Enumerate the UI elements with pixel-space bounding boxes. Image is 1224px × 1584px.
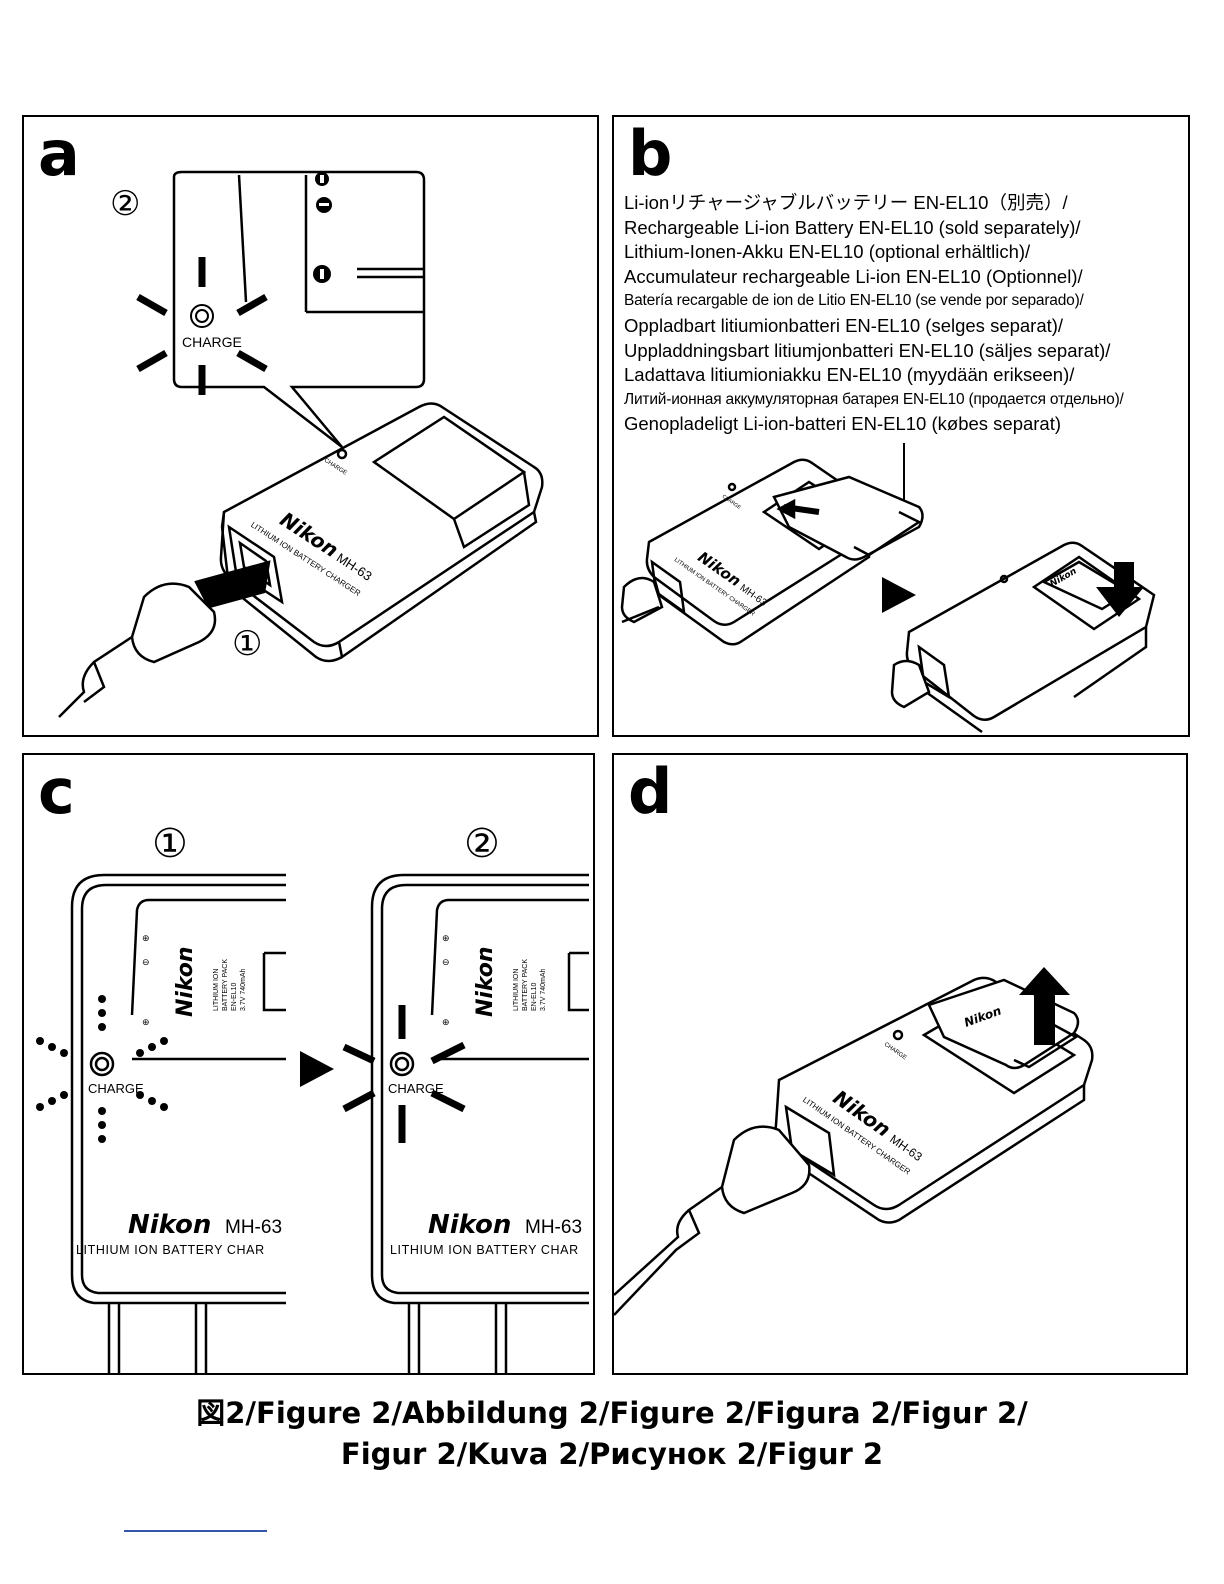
battery-name-es: Batería recargable de ion de Litio EN-EL… bbox=[624, 292, 1084, 310]
step-1-marker: ① bbox=[232, 625, 262, 663]
svg-text:⊕: ⊕ bbox=[442, 1017, 450, 1027]
charging-indicator-illustration: ① ② bbox=[36, 822, 589, 1373]
panel-a: a bbox=[22, 115, 599, 737]
figure-caption-line-1: 図2/Figure 2/Abbildung 2/Figure 2/Figura … bbox=[196, 1396, 1028, 1430]
battery-name-da: Genopladeligt Li-ion-batteri EN-EL10 (kø… bbox=[624, 413, 1062, 435]
svg-text:⊖: ⊖ bbox=[442, 957, 450, 967]
battery-name-fi: Ladattava litiumioniakku EN-EL10 (myydää… bbox=[624, 364, 1075, 386]
battery-label-line: BATTERY PACK bbox=[522, 959, 529, 1011]
battery-name-no: Oppladbart litiumionbatteri EN-EL10 (sel… bbox=[624, 314, 1064, 336]
panel-letter: a bbox=[38, 117, 80, 190]
battery-name-en: Rechargeable Li-ion Battery EN-EL10 (sol… bbox=[624, 216, 1081, 238]
charger-type-label-right: LITHIUM ION BATTERY CHAR bbox=[390, 1243, 579, 1257]
battery-label-line: 3.7V 740mAh bbox=[240, 968, 247, 1011]
step-2-marker: ② bbox=[110, 185, 140, 223]
battery-name-ru: Литий-ионная аккумуляторная батарея EN-E… bbox=[624, 390, 1124, 408]
battery-label-line: EN-EL10 bbox=[531, 982, 538, 1011]
connect-charger-illustration: ② ① CHARGE Nikon MH-63 LITHIUM ION BATTE… bbox=[58, 170, 544, 718]
figure-caption-line-2: Figur 2/Kuva 2/Рисунок 2/Figur 2 bbox=[340, 1437, 884, 1471]
battery-name-fr: Accumulateur rechargeable Li-ion EN-EL10… bbox=[624, 265, 1083, 287]
svg-text:⊕: ⊕ bbox=[142, 933, 150, 943]
charger-model-right: MH-63 bbox=[525, 1217, 582, 1238]
svg-text:⊖: ⊖ bbox=[142, 957, 150, 967]
insert-battery-illustration: Nikon MH-63 LITHIUM ION BATTERY CHARGER … bbox=[620, 443, 1156, 734]
footer-rule bbox=[124, 1530, 267, 1532]
battery-name-list: Li-ionリチャージャブルバッテリー EN-EL10（別売）/ Recharg… bbox=[624, 191, 1188, 437]
panel-d: d Nikon MH-63 LITHIUM ION BATTERY CHARGE… bbox=[612, 753, 1188, 1375]
battery-name-sv: Uppladdningsbart litiumjonbatteri EN-EL1… bbox=[624, 339, 1111, 361]
svg-text:⊕: ⊕ bbox=[142, 1017, 150, 1027]
panel-c: c ① ② bbox=[22, 753, 595, 1375]
battery-label-line: EN-EL10 bbox=[231, 982, 238, 1011]
panel-letter: c bbox=[38, 755, 75, 828]
svg-text:⊕: ⊕ bbox=[442, 933, 450, 943]
remove-battery-illustration: Nikon MH-63 LITHIUM ION BATTERY CHARGER … bbox=[614, 967, 1094, 1316]
panel-b: b Li-ionリチャージャブルバッテリー EN-EL10（別売）/ Recha… bbox=[612, 115, 1190, 737]
battery-brand-logo-right: Nikon bbox=[473, 946, 498, 1017]
charger-brand-logo-right: Nikon bbox=[428, 1210, 511, 1240]
step-1-marker: ① bbox=[152, 822, 188, 866]
charge-indicator-label: CHARGE bbox=[88, 1081, 144, 1096]
battery-label-line: LITHIUM ION bbox=[513, 969, 520, 1011]
battery-name-de: Lithium-Ionen-Akku EN-EL10 (optional erh… bbox=[624, 241, 1031, 263]
panel-letter: d bbox=[628, 755, 673, 828]
charge-indicator-label-right: CHARGE bbox=[388, 1081, 444, 1096]
charge-indicator-label: CHARGE bbox=[182, 334, 242, 350]
battery-label-line: LITHIUM ION bbox=[213, 969, 220, 1011]
battery-label-line: BATTERY PACK bbox=[222, 959, 229, 1011]
charger-model: MH-63 bbox=[225, 1217, 282, 1238]
step-2-marker: ② bbox=[464, 822, 500, 866]
panel-letter: b bbox=[628, 117, 673, 190]
charger-type-label: LITHIUM ION BATTERY CHAR bbox=[76, 1243, 265, 1257]
battery-label-line: 3.7V 740mAh bbox=[540, 968, 547, 1011]
battery-name-ja: Li-ionリチャージャブルバッテリー EN-EL10（別売）/ bbox=[624, 192, 1068, 213]
charger-brand-logo: Nikon bbox=[128, 1210, 211, 1240]
battery-brand-logo: Nikon bbox=[173, 946, 198, 1017]
